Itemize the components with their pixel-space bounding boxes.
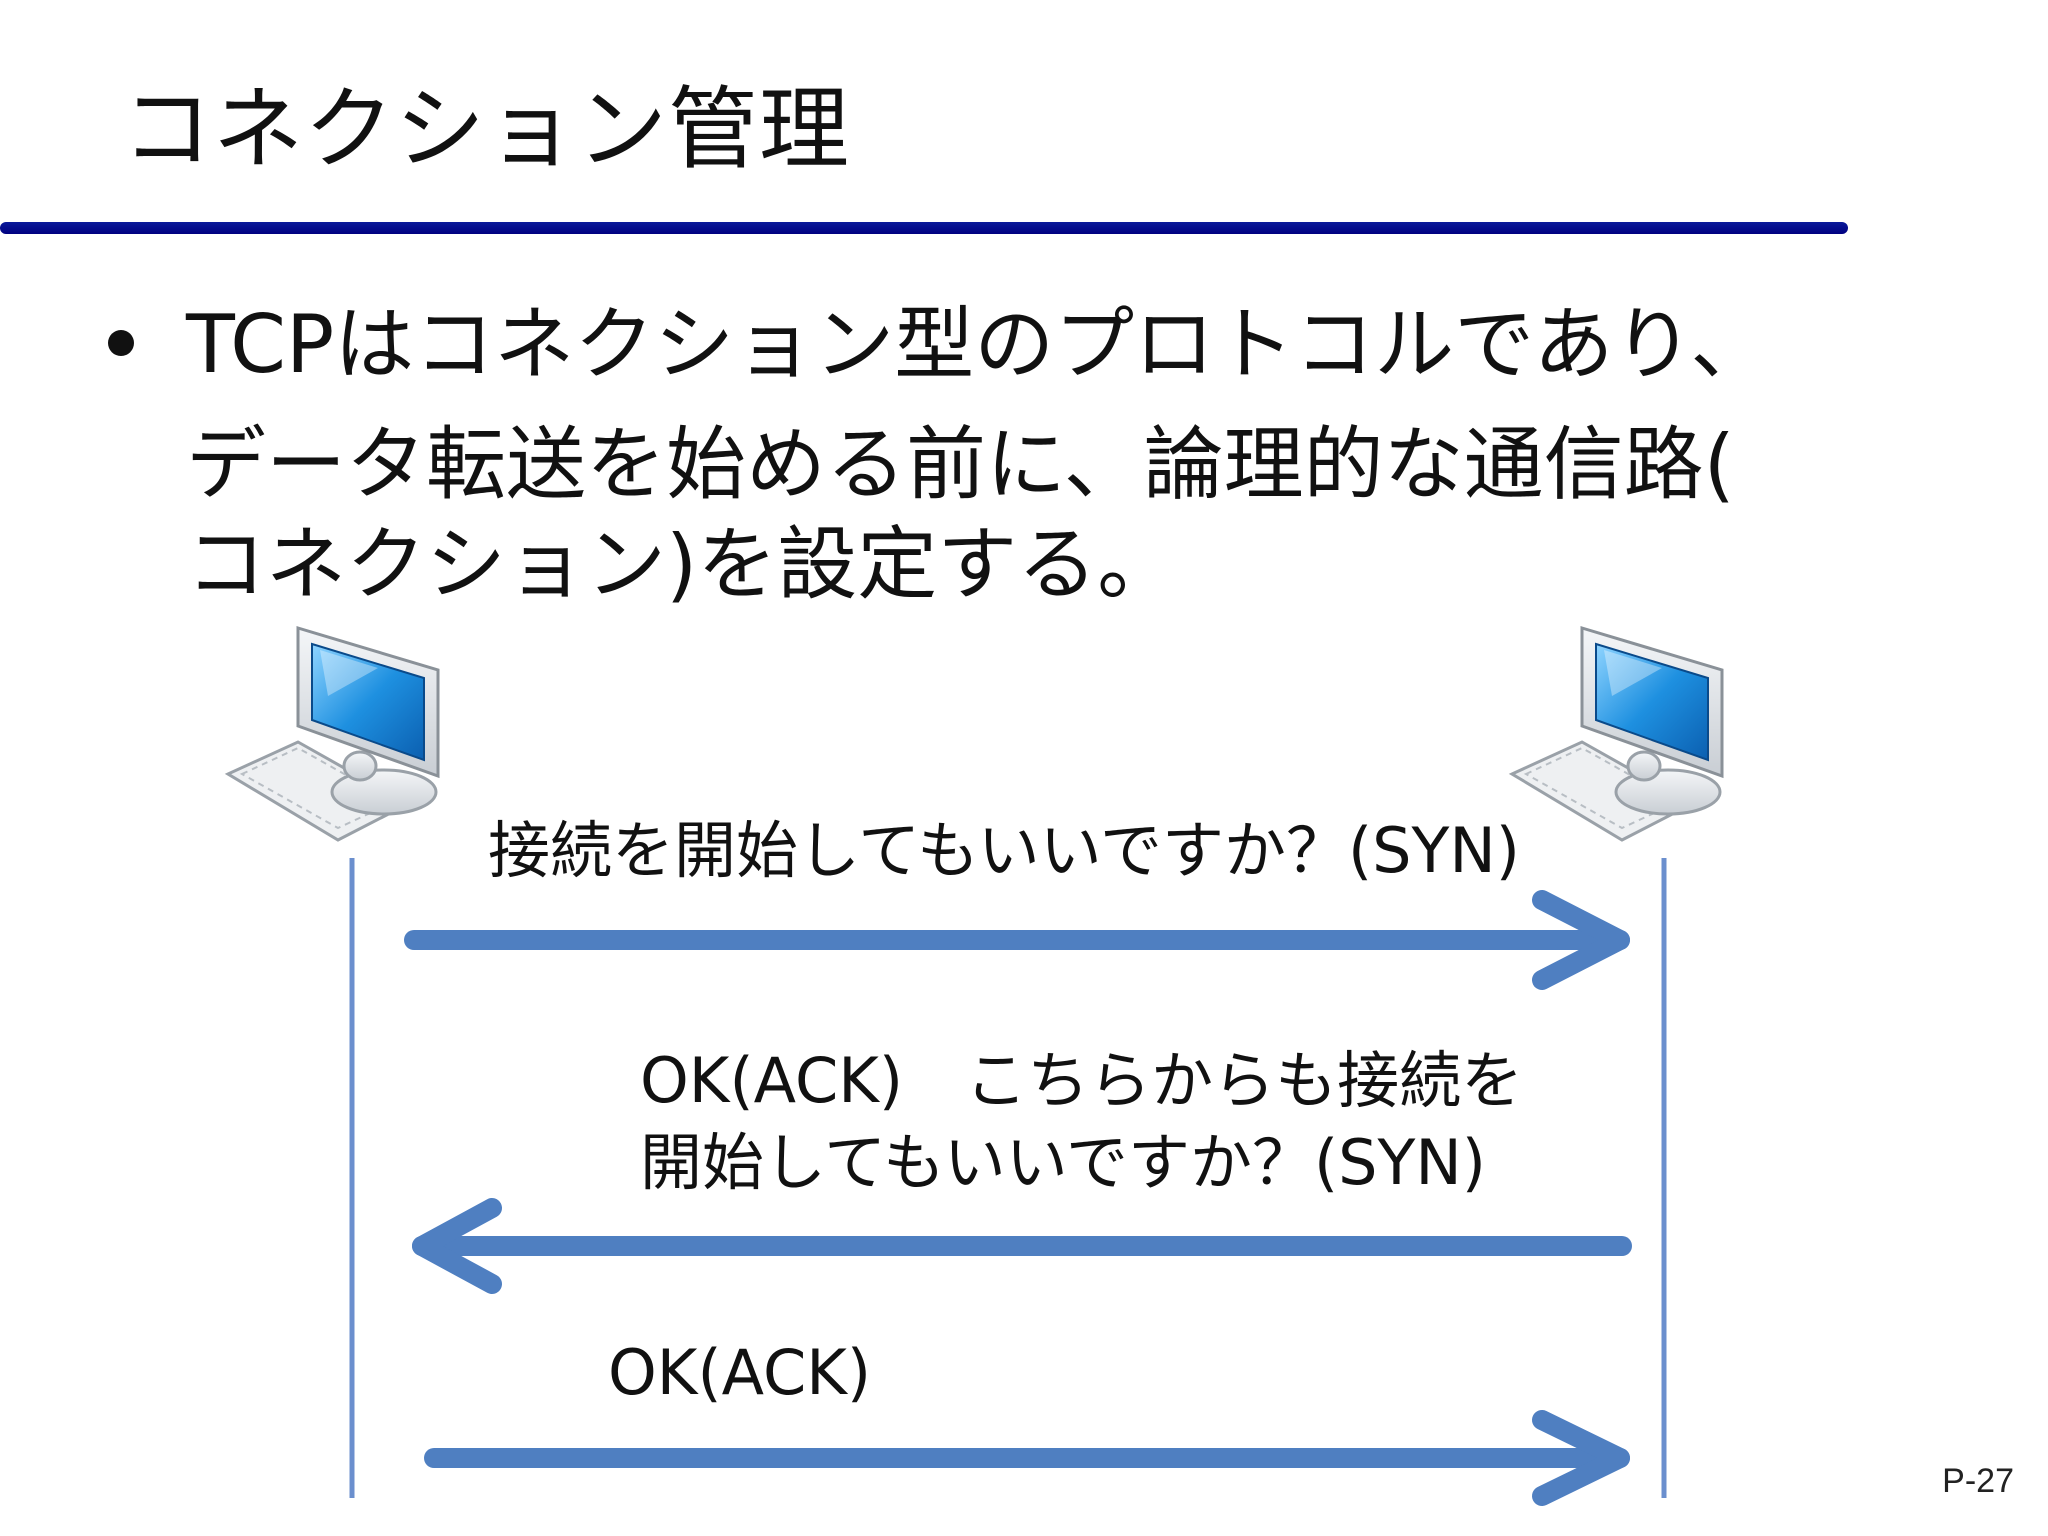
arrow-ack-syn — [412, 1198, 1632, 1294]
right-computer-icon — [1510, 626, 1724, 842]
message-syn-label: 接続を開始してもいいですか？(SYN) — [488, 814, 1520, 887]
message-ack-syn-label-line-1: OK(ACK) こちらからも接続を — [640, 1044, 1524, 1117]
sequence-diagram — [226, 626, 1724, 1506]
bullet-line-3: コネクション)を設定する。 — [186, 518, 1178, 611]
slide-title: コネクション管理 — [122, 77, 850, 182]
arrow-syn — [404, 890, 1630, 990]
page-number: P-27 — [1942, 1462, 2014, 1500]
left-computer-icon — [226, 626, 440, 842]
message-ack-label: OK(ACK) — [608, 1336, 872, 1409]
bullet-line-2: データ転送を始める前に、論理的な通信路( — [186, 418, 1735, 511]
bullet-line-1: TCPはコネクション型のプロトコルであり、 — [186, 298, 1771, 391]
bullet-dot — [108, 330, 134, 356]
message-ack-syn-label-line-2: 開始してもいいですか？(SYN) — [640, 1126, 1486, 1199]
title-rule — [0, 222, 1848, 234]
arrow-ack — [424, 1410, 1630, 1506]
